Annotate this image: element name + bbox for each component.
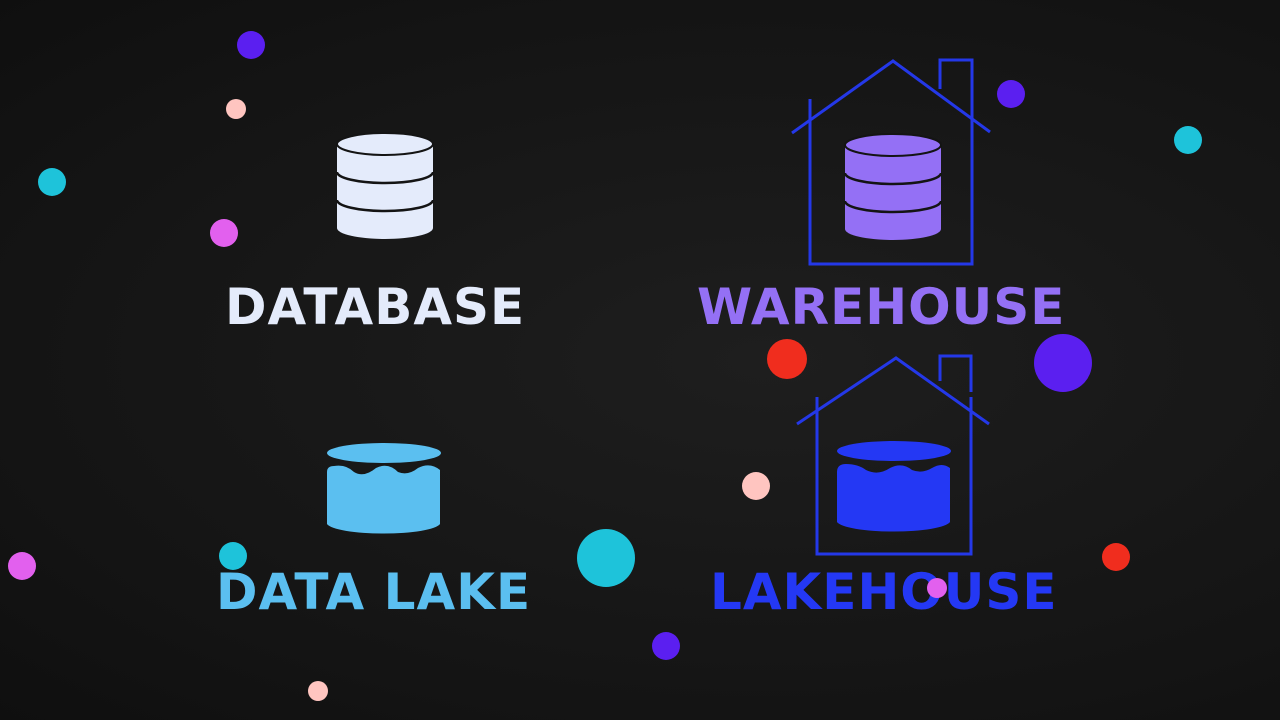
decorative-dot <box>237 31 265 59</box>
decorative-dot <box>226 99 246 119</box>
decorative-dot <box>652 632 680 660</box>
decorative-dot <box>742 472 770 500</box>
lakehouse-label: LAKEHOUSE <box>710 563 1058 621</box>
warehouse-label: WAREHOUSE <box>697 278 1066 336</box>
decorative-dot <box>219 542 247 570</box>
decorative-dot <box>577 529 635 587</box>
decorative-dot <box>767 339 807 379</box>
decorative-dot <box>8 552 36 580</box>
decorative-dot <box>210 219 238 247</box>
decorative-dot <box>38 168 66 196</box>
decorative-dot <box>997 80 1025 108</box>
decorative-dot <box>1102 543 1130 571</box>
decorative-dot <box>308 681 328 701</box>
warehouse-database-icon <box>843 133 943 240</box>
database-icon <box>335 132 435 239</box>
decorative-dot <box>927 578 947 598</box>
lakehouse-lake-icon <box>837 441 951 532</box>
warehouse-house-icon <box>791 58 991 266</box>
lakehouse-house-icon <box>796 354 990 556</box>
data-lake-label: DATA LAKE <box>216 563 532 621</box>
decorative-dot <box>1034 334 1092 392</box>
data-lake-icon <box>327 443 441 534</box>
decorative-dot <box>1174 126 1202 154</box>
database-label: DATABASE <box>225 278 526 336</box>
